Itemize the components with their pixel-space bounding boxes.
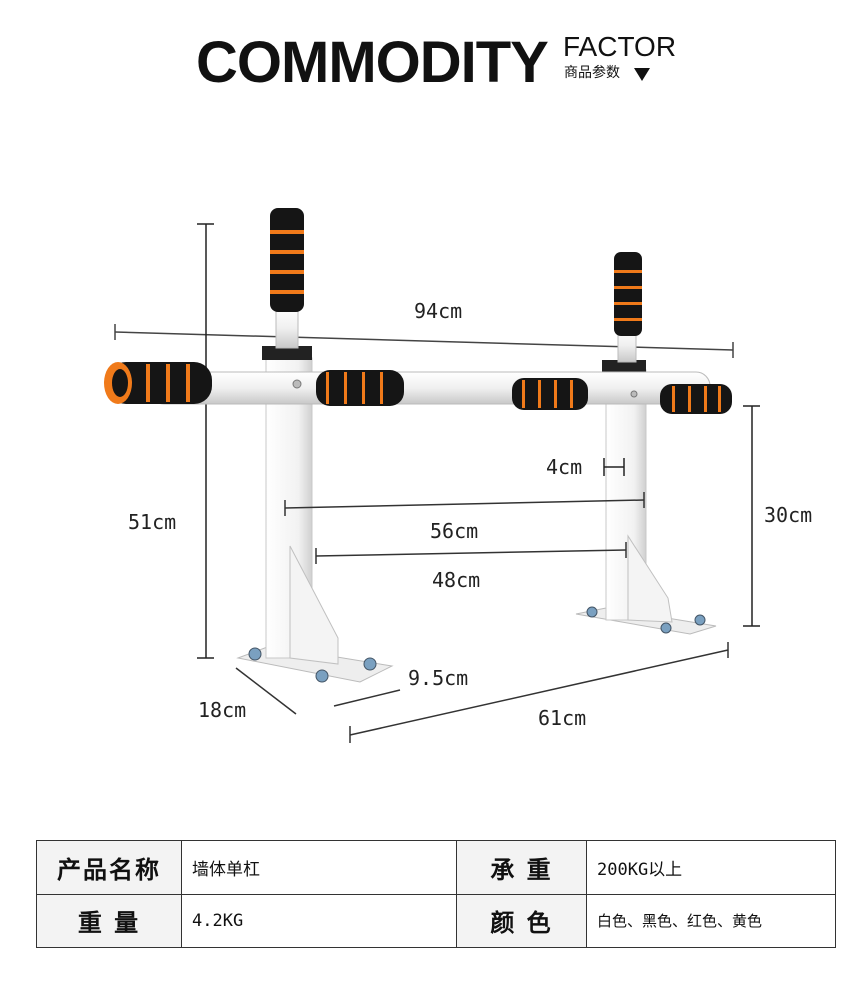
spec-value-load: 200KG以上	[586, 840, 836, 895]
spec-value-weight: 4.2KG	[181, 893, 457, 948]
grip-end-right	[660, 384, 732, 414]
dim-line-56	[284, 492, 645, 516]
spec-table: 产品名称 墙体单杠 承 重 200KG以上 重 量 4.2KG 颜 色 白色、黑…	[36, 840, 836, 948]
grip-vertical-right	[614, 252, 642, 336]
dim-line-9-5	[333, 689, 401, 707]
spec-value-product-name: 墙体单杠	[181, 840, 457, 895]
page-subtitle: FACTOR	[563, 31, 677, 62]
brace-left	[289, 545, 339, 665]
grip-mid-left	[316, 370, 404, 406]
dim-line-51	[197, 223, 214, 659]
spec-key-product-name: 产品名称	[36, 840, 182, 895]
dim-label-48: 48cm	[432, 568, 481, 592]
dim-line-18	[235, 667, 297, 715]
dim-label-56: 56cm	[430, 519, 479, 543]
spec-key-load: 承 重	[456, 840, 587, 895]
product-diagram: 94cm 51cm 30cm 4cm 56cm 48cm 18cm 9.5cm …	[0, 190, 868, 770]
page-subtitle-cn: 商品参数	[564, 65, 620, 81]
spec-value-color: 白色、黑色、红色、黄色	[586, 893, 836, 948]
dim-label-4: 4cm	[546, 455, 583, 479]
dim-line-48	[315, 542, 627, 564]
dim-label-30: 30cm	[764, 503, 813, 527]
table-row: 产品名称 墙体单杠 承 重 200KG以上	[36, 840, 836, 895]
grip-vertical-left	[270, 208, 304, 312]
dim-line-30	[743, 405, 760, 627]
table-row: 重 量 4.2KG 颜 色 白色、黑色、红色、黄色	[36, 893, 836, 948]
dim-label-51: 51cm	[128, 510, 177, 534]
pull-up-bar-illustration	[104, 208, 760, 743]
triangle-down-icon	[634, 68, 650, 81]
dim-line-61	[349, 642, 729, 743]
grip-end-left	[104, 362, 212, 404]
dim-label-18: 18cm	[198, 698, 247, 722]
brace-right	[627, 534, 673, 623]
bar-main	[149, 371, 711, 405]
dim-label-94: 94cm	[414, 299, 463, 323]
page-title: COMMODITY	[196, 30, 549, 95]
dim-line-4	[603, 458, 625, 476]
dim-label-61: 61cm	[538, 706, 587, 730]
grip-mid-right	[512, 378, 588, 410]
spec-key-color: 颜 色	[456, 893, 587, 948]
spec-key-weight: 重 量	[36, 893, 182, 948]
header: COMMODITY FACTOR 商品参数	[0, 28, 868, 98]
dim-label-9-5: 9.5cm	[408, 666, 469, 690]
